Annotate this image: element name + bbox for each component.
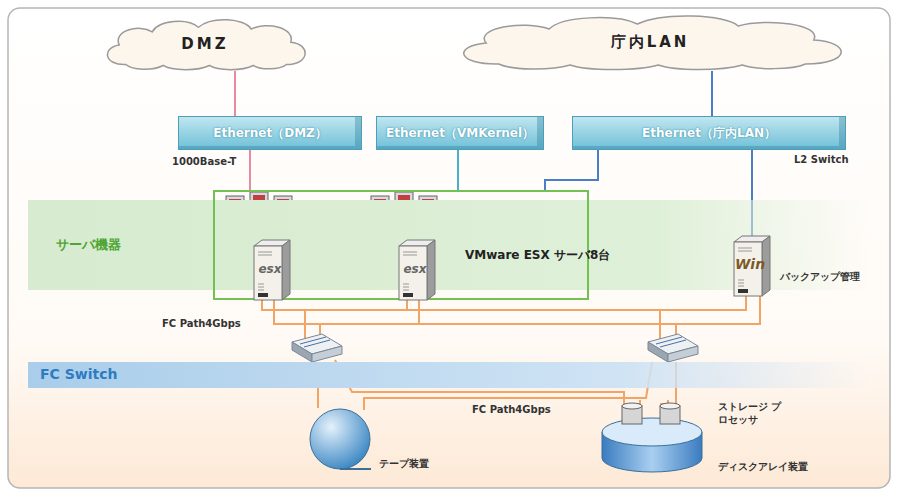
tape-shape — [305, 405, 375, 471]
node-label: VMware ESX サーバ8台 — [465, 248, 575, 263]
fc-wire — [262, 296, 760, 412]
node-label: DMZ — [181, 35, 228, 53]
tier-band: FC Switch — [28, 362, 870, 388]
tape-drive: テープ装置 — [305, 405, 375, 471]
ethernet-switch: Ethernet（庁内LAN） — [572, 116, 846, 150]
node-label: ストレージ プロセッサ — [718, 400, 782, 426]
node-label: Win — [730, 256, 770, 272]
ethernet-switch: Ethernet（VMKernel） — [376, 116, 544, 150]
node-label: テープ装置 — [379, 457, 429, 471]
tier-band: サーバ機器 VMware ESX サーバ8台 esx esx Win バックアップ管理 — [28, 200, 870, 290]
node-label: Ethernet（庁内LAN） — [642, 125, 776, 142]
network-link — [711, 71, 713, 117]
ethernet-switch: Ethernet（DMZ） — [178, 116, 362, 150]
node-label: FC Switch — [40, 366, 118, 382]
network-link — [234, 71, 236, 117]
server-tower: esx — [395, 240, 435, 300]
network-cloud: DMZ — [95, 16, 315, 72]
node-label: esx — [250, 262, 290, 277]
annotation-label: L2 Switch — [792, 154, 851, 165]
node-label: Ethernet（DMZ） — [213, 125, 327, 142]
server-tower: esx — [250, 240, 290, 300]
node-label: Ethernet（VMKernel） — [386, 125, 534, 142]
fc-switch — [292, 334, 342, 362]
annotation-label: FC Path4Gbps — [160, 318, 243, 329]
network-link — [457, 149, 459, 191]
node-label: サーバ機器 — [56, 236, 121, 254]
disk-array: ストレージ プロセッサディスクアレイ装置 — [598, 398, 706, 474]
node-caption: ディスクアレイ装置 — [718, 460, 808, 473]
disk-shape — [598, 398, 706, 474]
node-label: 庁内LAN — [611, 33, 690, 52]
server-group: VMware ESX サーバ8台 esx esx — [213, 190, 589, 300]
node-caption: バックアップ管理 — [780, 270, 860, 284]
network-link — [249, 149, 251, 191]
annotation-label: 1000Base-T — [170, 156, 238, 167]
server-tower: Winバックアップ管理 — [730, 236, 770, 296]
fc-switch — [648, 334, 698, 362]
node-label: esx — [395, 262, 435, 277]
network-cloud: 庁内LAN — [440, 12, 860, 72]
network-link — [545, 149, 598, 191]
annotation-label: FC Path4Gbps — [470, 404, 553, 415]
